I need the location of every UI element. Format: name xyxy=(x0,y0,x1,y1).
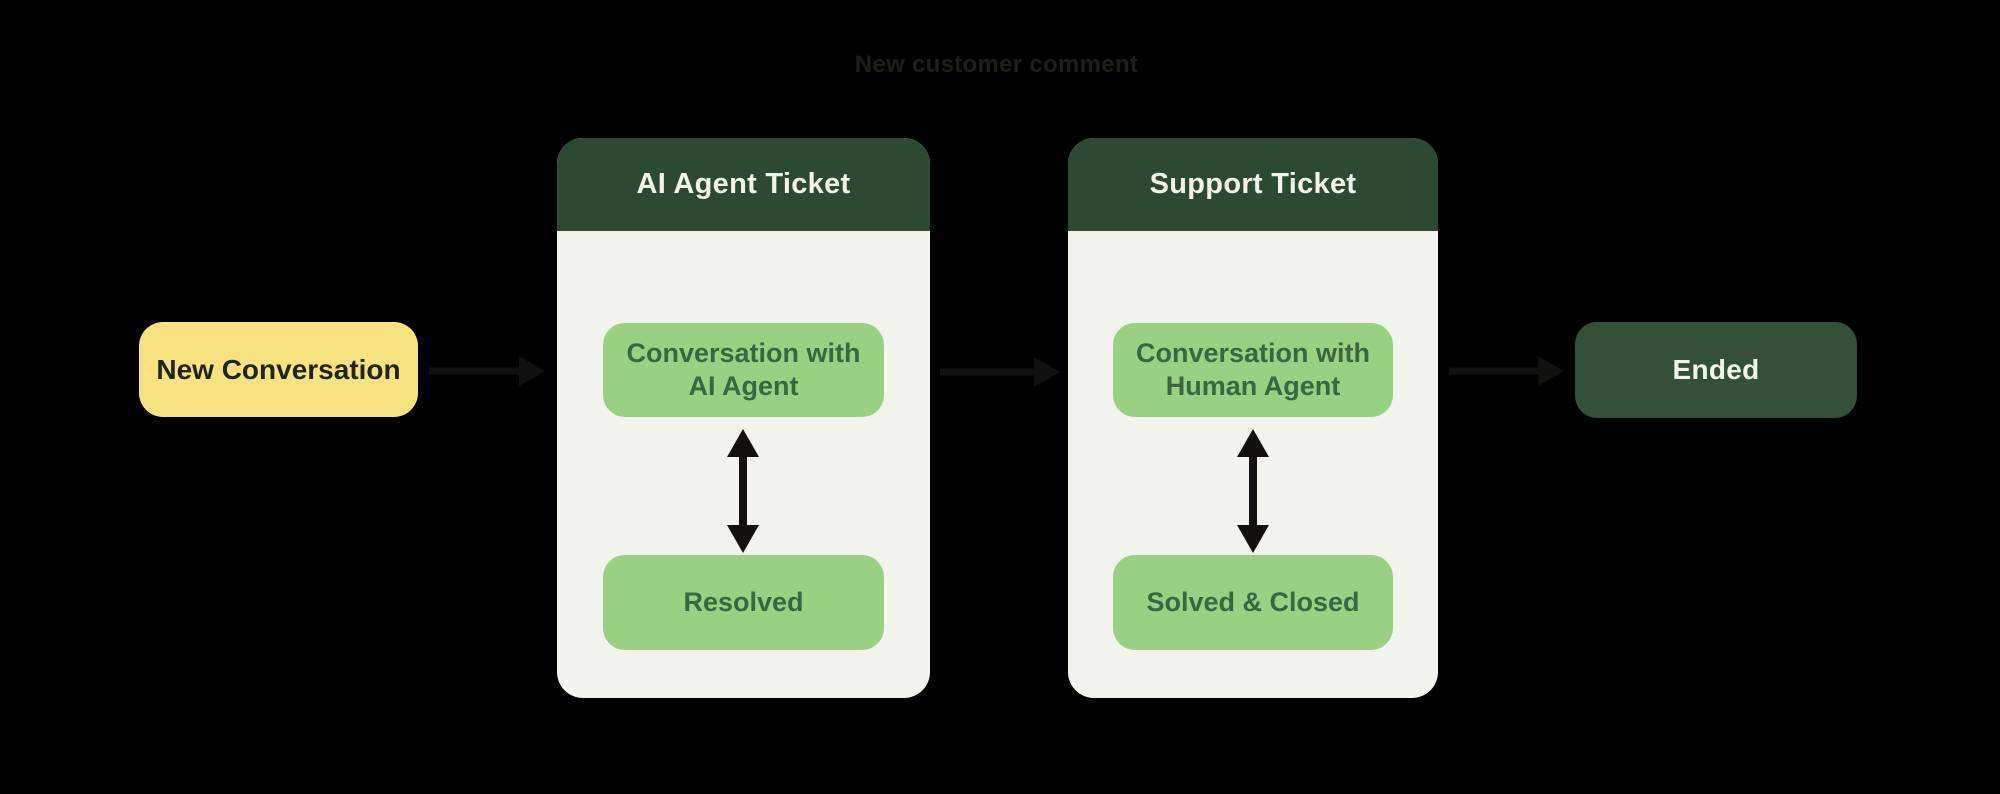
state-solved-and-closed: Solved & Closed xyxy=(1113,555,1393,650)
card-body: Conversation with Human Agent Solved & C… xyxy=(1068,231,1438,698)
arrow-head-up-icon xyxy=(1237,429,1269,457)
arrow-shaft xyxy=(429,367,521,375)
state-label: Conversation with AI Agent xyxy=(626,338,861,401)
state-conversation-with-ai-agent: Conversation with AI Agent xyxy=(603,323,884,417)
state-resolved: Resolved xyxy=(603,555,884,650)
arrow-head-down-icon xyxy=(1237,525,1269,553)
bidirectional-arrow xyxy=(725,429,761,553)
arrow-shaft xyxy=(1249,453,1257,529)
card-header: AI Agent Ticket xyxy=(557,138,930,231)
arrow-shaft xyxy=(739,453,747,529)
node-ended: Ended xyxy=(1575,322,1857,418)
arrow-head-icon xyxy=(1538,356,1564,386)
bidirectional-arrow xyxy=(1235,429,1271,553)
card-support-ticket: Support Ticket Conversation with Human A… xyxy=(1068,138,1438,698)
card-ai-agent-ticket: AI Agent Ticket Conversation with AI Age… xyxy=(557,138,930,698)
node-new-conversation: New Conversation xyxy=(139,322,418,417)
card-header: Support Ticket xyxy=(1068,138,1438,231)
flow-annotation: New customer comment xyxy=(854,51,1139,78)
arrow-shaft xyxy=(1449,367,1540,375)
state-conversation-with-human-agent: Conversation with Human Agent xyxy=(1113,323,1393,417)
node-label: New Conversation xyxy=(156,353,401,385)
arrow-head-icon xyxy=(519,356,545,386)
card-title: AI Agent Ticket xyxy=(636,168,851,200)
state-label: Resolved xyxy=(683,587,804,617)
card-body: Conversation with AI Agent Resolved xyxy=(557,231,930,698)
arrow-support-ticket-to-ended xyxy=(1449,353,1564,389)
arrow-head-down-icon xyxy=(727,525,759,553)
arrow-shaft xyxy=(940,368,1036,376)
node-label: Ended xyxy=(1672,354,1760,385)
arrow-ai-ticket-to-support-ticket xyxy=(940,354,1060,390)
card-title: Support Ticket xyxy=(1149,168,1357,200)
state-label: Conversation with Human Agent xyxy=(1135,338,1371,401)
state-label: Solved & Closed xyxy=(1146,587,1360,617)
arrow-start-to-ai-ticket xyxy=(429,353,545,389)
arrow-head-icon xyxy=(1034,357,1060,387)
arrow-head-up-icon xyxy=(727,429,759,457)
